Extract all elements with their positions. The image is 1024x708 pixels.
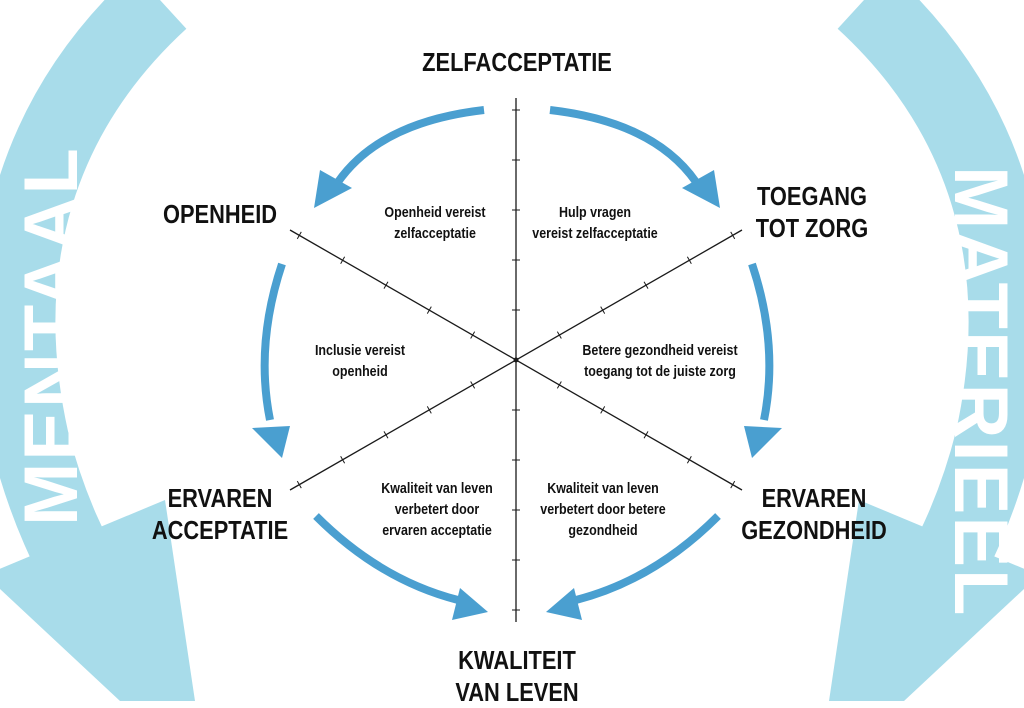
- axis-tick: [470, 381, 476, 389]
- axis-tick: [730, 231, 736, 240]
- arrow-zelfacceptatie-openheid-head: [314, 170, 352, 208]
- node-ervaren-acceptatie-line-1: ERVAREN: [167, 483, 273, 513]
- axis-tick: [296, 231, 302, 240]
- note-openheid-zelfacceptatie: Openheid vereist zelfacceptatie: [366, 203, 504, 245]
- node-kwaliteit-van-leven: KWALITEIT VAN LEVEN: [433, 644, 601, 708]
- axis-tick: [383, 431, 389, 439]
- arrow-toegang-ervaren-gezondheid: [748, 262, 774, 421]
- node-zelfacceptatie: ZELFACCEPTATIE: [412, 46, 622, 78]
- note-line: Kwaliteit van leven: [381, 481, 493, 497]
- axis-tick: [686, 456, 692, 464]
- note-line: zelfacceptatie: [394, 226, 476, 242]
- arrow-acceptatie-kwaliteit-head: [452, 588, 488, 620]
- axis-tick: [556, 381, 562, 389]
- axis-tick: [426, 306, 432, 314]
- node-kwaliteit-line-1: KWALITEIT: [458, 645, 576, 675]
- outer-label-mentaal: MENTAAL: [9, 146, 94, 526]
- note-line: openheid: [332, 364, 388, 380]
- axis-tick: [686, 256, 692, 264]
- axis-tick: [643, 431, 649, 439]
- arrow-openheid-ervaren-acceptatie-head: [252, 426, 290, 458]
- note-line: verbetert door betere: [540, 502, 666, 518]
- axis-tick: [340, 456, 346, 464]
- node-openheid-line-1: OPENHEID: [162, 199, 278, 229]
- arrow-zelfacceptatie-toegang: [549, 106, 700, 185]
- node-ervaren-acceptatie-line-2: ACCEPTATIE: [151, 515, 289, 545]
- note-line: gezondheid: [568, 523, 638, 539]
- axis-tick: [730, 480, 736, 489]
- note-inclusie: Inclusie vereist openheid: [300, 341, 420, 383]
- axis-tick: [383, 281, 389, 289]
- node-ervaren-gezondheid: ERVAREN GEZONDHEID: [713, 482, 915, 546]
- outer-label-materieel: MATERIEEL: [938, 166, 1023, 618]
- axis-tick: [296, 480, 302, 489]
- node-toegang-line-2: TOT ZORG: [755, 213, 869, 243]
- note-line: ervaren acceptatie: [382, 523, 492, 539]
- axis-tick: [600, 406, 606, 414]
- arrow-gezondheid-kwaliteit: [575, 513, 721, 604]
- note-hulp-vragen: Hulp vragen vereist zelfacceptatie: [522, 203, 668, 245]
- note-line: Betere gezondheid vereist: [582, 343, 738, 359]
- arrow-zelfacceptatie-toegang-head: [682, 170, 720, 208]
- arrow-zelfacceptatie-openheid: [334, 106, 485, 185]
- note-line: Inclusie vereist: [314, 343, 406, 359]
- note-kwaliteit-acceptatie: Kwaliteit van leven verbetert door ervar…: [364, 479, 510, 542]
- node-ervaren-acceptatie: ERVAREN ACCEPTATIE: [136, 482, 304, 546]
- arrow-openheid-ervaren-acceptatie: [260, 262, 286, 421]
- axis-tick: [426, 406, 432, 414]
- note-line: verbetert door: [394, 502, 480, 518]
- note-line: vereist zelfacceptatie: [532, 226, 658, 242]
- node-ervaren-gezondheid-line-1: ERVAREN: [761, 483, 867, 513]
- axis-tick: [643, 281, 649, 289]
- node-ervaren-gezondheid-line-2: GEZONDHEID: [741, 515, 887, 545]
- axis-center: [513, 357, 519, 363]
- axis-tick: [556, 331, 562, 339]
- note-line: Kwaliteit van leven: [547, 481, 659, 497]
- outer-arrow-left-head: [0, 500, 195, 701]
- node-toegang-line-1: TOEGANG: [756, 181, 868, 211]
- note-kwaliteit-gezondheid: Kwaliteit van leven verbetert door beter…: [530, 479, 676, 542]
- axis-tick: [340, 256, 346, 264]
- arrow-acceptatie-kwaliteit: [313, 513, 459, 604]
- note-line: toegang tot de juiste zorg: [584, 364, 736, 380]
- note-betere-gezondheid: Betere gezondheid vereist toegang tot de…: [574, 341, 746, 383]
- axis-tick: [600, 306, 606, 314]
- node-kwaliteit-line-2: VAN LEVEN: [455, 677, 579, 707]
- note-line: Hulp vragen: [558, 205, 632, 221]
- node-toegang-tot-zorg: TOEGANG TOT ZORG: [728, 180, 896, 244]
- outer-arrow-right-head: [829, 500, 1024, 701]
- arrow-toegang-ervaren-gezondheid-head: [744, 426, 782, 458]
- note-line: Openheid vereist: [384, 205, 486, 221]
- node-zelfacceptatie-line-1: ZELFACCEPTATIE: [422, 47, 612, 77]
- axis-tick: [470, 331, 476, 339]
- arrow-gezondheid-kwaliteit-head: [546, 588, 582, 620]
- node-openheid: OPENHEID: [136, 198, 304, 230]
